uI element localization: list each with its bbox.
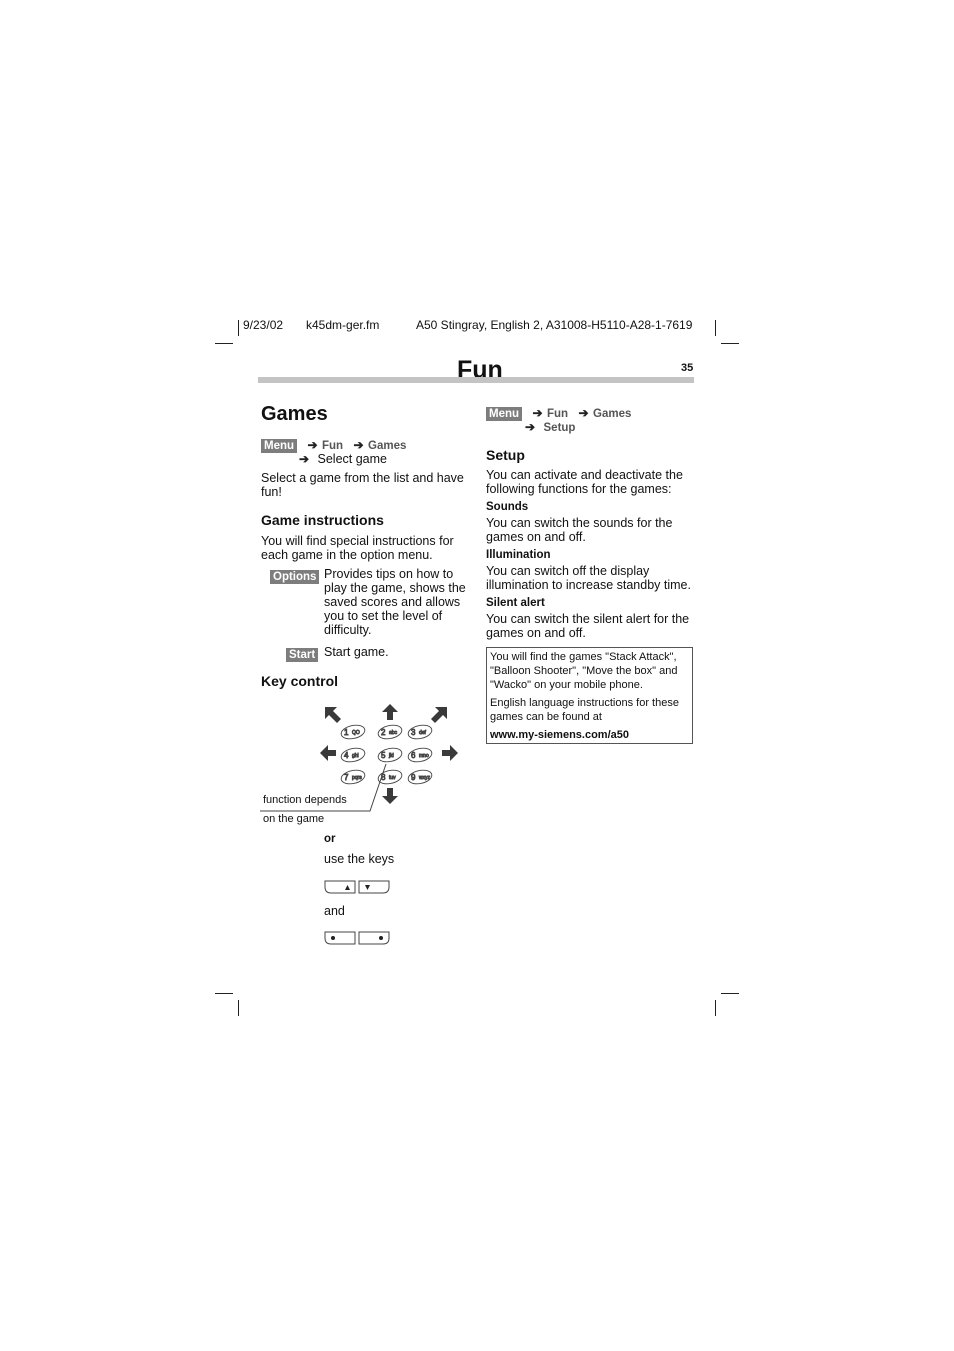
menu-path-setup: Menu ➔ Fun ➔ Games [486, 404, 696, 422]
arrow-right-icon: ➔ [353, 438, 364, 452]
crop-mark [238, 1000, 239, 1016]
callout-on-the-game: on the game [263, 813, 325, 825]
print-file: k45dm-ger.fm [306, 318, 380, 332]
key-control-title: Key control [261, 673, 339, 689]
arrow-right-icon: ➔ [307, 438, 318, 452]
page-number: 35 [681, 362, 694, 374]
path-setup: Setup [543, 422, 576, 434]
game-instructions-title: Game instructions [261, 512, 384, 528]
sounds-title: Sounds [486, 501, 529, 513]
svg-text:7: 7 [344, 773, 349, 782]
setup-text: You can activate and deactivate the foll… [486, 468, 683, 496]
arrow-right-icon: ➔ [525, 420, 536, 434]
svg-text:6: 6 [411, 751, 416, 760]
svg-text:wxyz: wxyz [419, 775, 431, 781]
or-label: or [324, 833, 336, 845]
svg-text:tuv: tuv [389, 775, 396, 781]
svg-text:QO: QO [352, 730, 360, 736]
note-url[interactable]: www.my-siemens.com/a50 [490, 729, 629, 741]
sounds-text: You can switch the sounds for the games … [486, 516, 673, 544]
arrow-up-icon [382, 704, 398, 720]
crop-mark [721, 993, 739, 994]
print-date: 9/23/02 [243, 318, 284, 332]
svg-text:def: def [419, 730, 427, 736]
svg-text:9: 9 [411, 773, 416, 782]
crop-mark [721, 343, 739, 344]
svg-text:8: 8 [381, 773, 386, 782]
arrow-down-icon [382, 788, 398, 804]
arrow-right-icon: ➔ [578, 406, 589, 420]
section-title: Games [261, 403, 328, 425]
path-fun: Fun [322, 440, 344, 452]
crop-mark [215, 343, 233, 344]
soft-keys-icon [324, 931, 390, 945]
silent-alert-title: Silent alert [486, 597, 545, 609]
use-keys-text: use the keys [324, 852, 395, 866]
menu-key: Menu [261, 439, 298, 453]
svg-text:2: 2 [381, 728, 386, 737]
print-product: A50 Stingray, English 2, A31008-H5110-A2… [416, 318, 693, 332]
setup-title: Setup [486, 447, 525, 463]
crop-mark [238, 320, 239, 336]
chapter-rule [258, 377, 694, 383]
crop-mark [215, 993, 233, 994]
crop-mark [715, 1000, 716, 1016]
arrow-right-icon: ➔ [299, 452, 310, 466]
svg-text:abc: abc [389, 730, 398, 736]
svg-text:5: 5 [381, 751, 386, 760]
svg-text:1: 1 [344, 728, 349, 737]
path-select-game: Select game [317, 452, 387, 466]
game-instructions-text: You will find special instructions for e… [261, 534, 454, 562]
start-description: Start game. [324, 645, 389, 659]
intro-text: Select a game from the list and have fun… [261, 471, 464, 499]
up-down-keys-icon [324, 880, 390, 894]
svg-text:mno: mno [419, 753, 429, 759]
svg-text:jkl: jkl [388, 753, 394, 759]
illumination-title: Illumination [486, 549, 551, 561]
illumination-text: You can switch off the display illuminat… [486, 564, 691, 592]
menu-key: Menu [486, 407, 523, 421]
note-instructions-text: English language instructions for these … [490, 697, 679, 723]
callout-function-depends: function depends [263, 794, 347, 806]
menu-path: Menu ➔ Fun ➔ Games [261, 436, 471, 454]
arrow-right-icon [442, 745, 458, 761]
svg-text:3: 3 [411, 728, 416, 737]
svg-text:4: 4 [344, 751, 349, 760]
path-fun: Fun [547, 408, 569, 420]
arrow-up-left-icon [325, 707, 341, 723]
path-games: Games [368, 440, 407, 452]
note-games-text: You will find the games "Stack Attack", … [490, 651, 678, 691]
svg-text:pqrs: pqrs [352, 775, 362, 781]
start-softkey: Start [286, 645, 319, 663]
info-note-box: You will find the games "Stack Attack", … [486, 647, 693, 744]
arrow-up-right-icon [431, 707, 447, 723]
and-text: and [324, 904, 345, 918]
options-softkey: Options [270, 567, 320, 585]
silent-alert-text: You can switch the silent alert for the … [486, 612, 690, 640]
path-games: Games [593, 408, 632, 420]
arrow-right-icon: ➔ [532, 406, 543, 420]
arrow-left-icon [320, 745, 336, 761]
crop-mark [715, 320, 716, 336]
svg-text:ghi: ghi [352, 753, 359, 759]
options-description: Provides tips on how to play the game, s… [324, 567, 466, 637]
